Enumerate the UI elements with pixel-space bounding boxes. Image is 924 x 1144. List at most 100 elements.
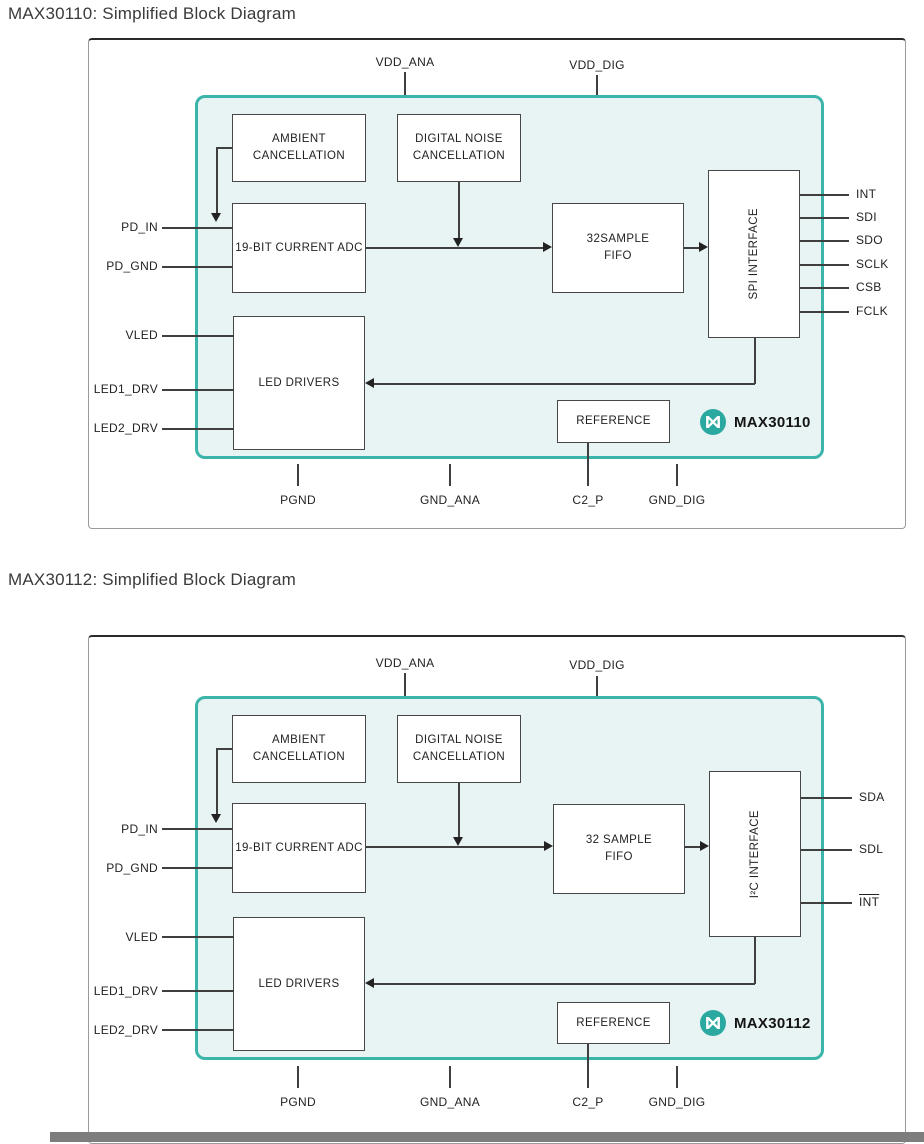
pin-label-gnd-ana: GND_ANA [419,1095,481,1109]
block-label: 19-BIT CURRENT ADC [235,241,363,254]
maxim-logo-icon [700,409,726,435]
block-label: AMBIENT CANCELLATION [252,133,346,162]
wire [297,1066,299,1088]
wire [449,464,451,486]
wire [754,338,756,384]
arrowhead-left [365,978,374,988]
block-digital-noise-cancellation: DIGITAL NOISE CANCELLATION [397,114,521,182]
pin-label-sdl: SDL [859,842,884,856]
wire [801,797,852,799]
wire [449,1066,451,1088]
wire [404,673,406,696]
pin-label-pd-in: PD_IN [121,220,158,234]
wire [587,443,589,486]
pin-label-sdi: SDI [856,210,877,224]
block-led-drivers: LED DRIVERS [233,316,365,450]
block-current-adc: 19-BIT CURRENT ADC [232,203,366,293]
block-current-adc: 19-BIT CURRENT ADC [232,803,366,893]
wire [162,936,234,938]
pin-label-vdd-dig: VDD_DIG [569,658,625,672]
wire [676,464,678,486]
wire [217,147,232,149]
block-spi-interface: SPI INTERFACE [708,170,800,338]
wire [596,75,598,95]
arrowhead-down [211,814,221,823]
wire [801,849,852,851]
page-title: MAX30112: Simplified Block Diagram [8,570,297,589]
wire [801,902,852,904]
wire [800,217,849,219]
wire [676,1066,678,1088]
wire [162,428,234,430]
wire [366,247,544,249]
wire [374,983,755,985]
pin-label-fclk: FCLK [856,304,888,318]
pin-label-pd-gnd: PD_GND [106,259,158,273]
wire [596,676,598,696]
block-label: 32 SAMPLE FIFO [585,834,653,863]
block-label: SPI INTERFACE [748,208,760,300]
arrowhead-down [453,238,463,247]
wire [162,266,233,268]
block-reference: REFERENCE [557,400,670,443]
bottom-frame-edge [50,1132,924,1142]
wire [162,335,234,337]
block-ambient-cancellation: AMBIENT CANCELLATION [232,715,366,783]
wire [754,937,756,984]
chip-name: MAX30112 [734,1014,811,1032]
pin-label-sdo: SDO [856,233,883,247]
arrowhead-down [453,837,463,846]
wire [458,783,460,838]
pin-label-vled: VLED [125,930,158,944]
block-label: REFERENCE [576,415,651,428]
pin-label-gnd-dig: GND_DIG [648,1095,706,1109]
block-ambient-cancellation: AMBIENT CANCELLATION [232,114,366,182]
pin-label-int: INT [856,187,877,201]
pin-label-pgnd: PGND [280,493,316,507]
pin-label-c2-p: C2_P [572,493,604,507]
wire [216,147,218,214]
wire [374,383,755,385]
block-digital-noise-cancellation: DIGITAL NOISE CANCELLATION [397,715,521,783]
wire [800,287,849,289]
block-label: AMBIENT CANCELLATION [252,734,346,763]
block-label: LED DRIVERS [258,376,340,389]
page-title: MAX30110: Simplified Block Diagram [8,4,297,23]
wire [162,828,233,830]
block-label: 32SAMPLE FIFO [586,233,650,262]
wire [404,72,406,95]
pin-label-csb: CSB [856,280,882,294]
block-led-drivers: LED DRIVERS [233,917,365,1051]
wire [800,194,849,196]
wire [217,748,232,750]
brand-logo: MAX30112 [700,1010,811,1036]
pin-label-vdd-ana: VDD_ANA [375,656,435,670]
block-label: REFERENCE [576,1016,651,1029]
pin-label-led2-drv: LED2_DRV [93,421,158,435]
wire [162,867,233,869]
pin-label-gnd-dig: GND_DIG [648,493,706,507]
pin-label-vled: VLED [125,328,158,342]
block-label: I²C INTERFACE [749,809,761,899]
wire [684,247,700,249]
arrowhead-right [699,242,708,252]
pin-label-vdd-dig: VDD_DIG [569,58,625,72]
maxim-logo-icon [700,1010,726,1036]
block-fifo: 32SAMPLE FIFO [552,203,684,293]
pin-label-vdd-ana: VDD_ANA [375,55,435,69]
brand-logo: MAX30110 [700,409,811,435]
pin-label-sda: SDA [859,790,885,804]
pin-label-gnd-ana: GND_ANA [419,493,481,507]
block-label: 19-BIT CURRENT ADC [235,841,363,854]
pin-label-int: INT [859,895,880,909]
pin-label-led1-drv: LED1_DRV [93,382,158,396]
wire [366,846,545,848]
block-i2c-interface: I²C INTERFACE [709,771,801,937]
pin-label-pd-gnd: PD_GND [106,861,158,875]
wire [162,990,234,992]
pin-label-led2-drv: LED2_DRV [93,1023,158,1037]
wire [216,748,218,815]
wire [587,1044,589,1088]
arrowhead-right [700,841,709,851]
